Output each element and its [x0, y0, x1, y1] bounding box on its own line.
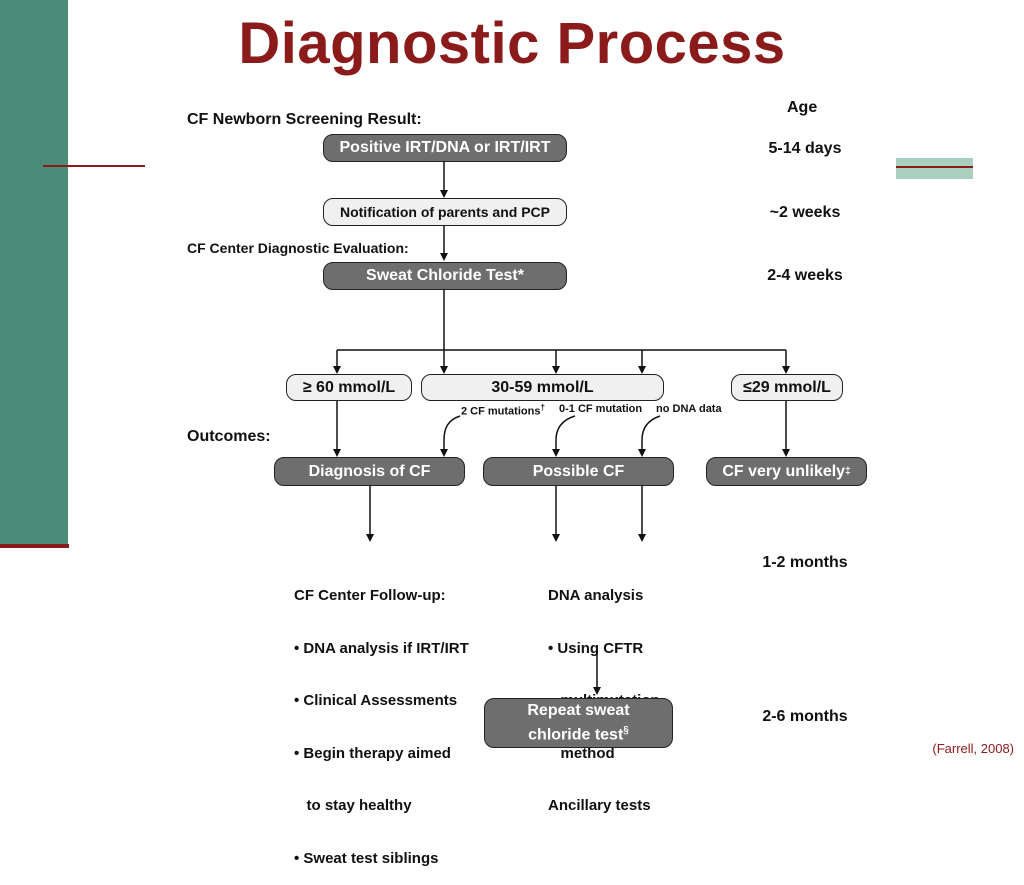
age-label: ~2 weeks: [769, 204, 841, 221]
age-label: 2-4 weeks: [767, 267, 843, 284]
screening-heading: CF Newborn Screening Result:: [187, 111, 422, 128]
followup-left-line: • Clinical Assessments: [294, 692, 458, 709]
citation: (Farrell, 2008): [932, 741, 1014, 756]
followup-middle-line: Ancillary tests: [548, 797, 651, 814]
followup-list-left: CF Center Follow-up: • DNA analysis if I…: [294, 552, 469, 885]
age-label: 5-14 days: [768, 140, 842, 157]
followup-list-middle: DNA analysis • Using CFTR multimutation …: [548, 552, 660, 832]
repeat-line-1: Repeat sweat: [527, 701, 630, 719]
decorative-stripe-right: [896, 166, 973, 168]
followup-left-line: to stay healthy: [294, 797, 412, 814]
cf-very-unlikely-box: CF very unlikely‡: [706, 457, 867, 486]
result-ge60-box: ≥ 60 mmol/L: [286, 374, 412, 401]
flow-connectors: [333, 162, 790, 695]
followup-middle-line: DNA analysis: [548, 587, 644, 604]
sidebar-underline: [0, 544, 69, 548]
outcomes-heading: Outcomes:: [187, 428, 271, 445]
result-le29-box: ≤29 mmol/L: [731, 374, 843, 401]
evaluation-heading: CF Center Diagnostic Evaluation:: [187, 240, 409, 256]
followup-middle-line: • Using CFTR: [548, 639, 644, 657]
age-label: 1-2 months: [762, 554, 848, 571]
diagnosis-of-cf-box: Diagnosis of CF: [274, 457, 465, 486]
repeat-sweat-test-box: Repeat sweat chloride test§: [484, 698, 673, 748]
branch-two-mutations: 2 CF mutations†: [461, 403, 545, 418]
age-heading: Age: [787, 99, 818, 116]
age-label: 2-6 months: [762, 708, 848, 725]
notification-box: Notification of parents and PCP: [323, 198, 567, 226]
positive-screen-box: Positive IRT/DNA or IRT/IRT: [323, 134, 567, 162]
followup-left-line: • Begin therapy aimed: [294, 744, 451, 762]
followup-left-line: • Sweat test siblings: [294, 849, 439, 867]
result-30-59-box: 30-59 mmol/L: [421, 374, 664, 401]
followup-left-line: CF Center Follow-up:: [294, 587, 446, 604]
slide-title: Diagnostic Process: [238, 11, 786, 76]
sidebar-band: [0, 0, 68, 545]
followup-left-line: • DNA analysis if IRT/IRT: [294, 639, 469, 657]
followup-middle-line: method: [548, 744, 615, 762]
branch-zero-one-mutation: 0-1 CF mutation: [559, 403, 643, 415]
possible-cf-box: Possible CF: [483, 457, 674, 486]
branch-no-dna-data: no DNA data: [656, 403, 722, 415]
sweat-test-box: Sweat Chloride Test*: [323, 262, 567, 290]
repeat-line-2: chloride test§: [528, 724, 629, 744]
decorative-block-right: [896, 158, 973, 179]
decorative-line-left: [43, 165, 145, 167]
